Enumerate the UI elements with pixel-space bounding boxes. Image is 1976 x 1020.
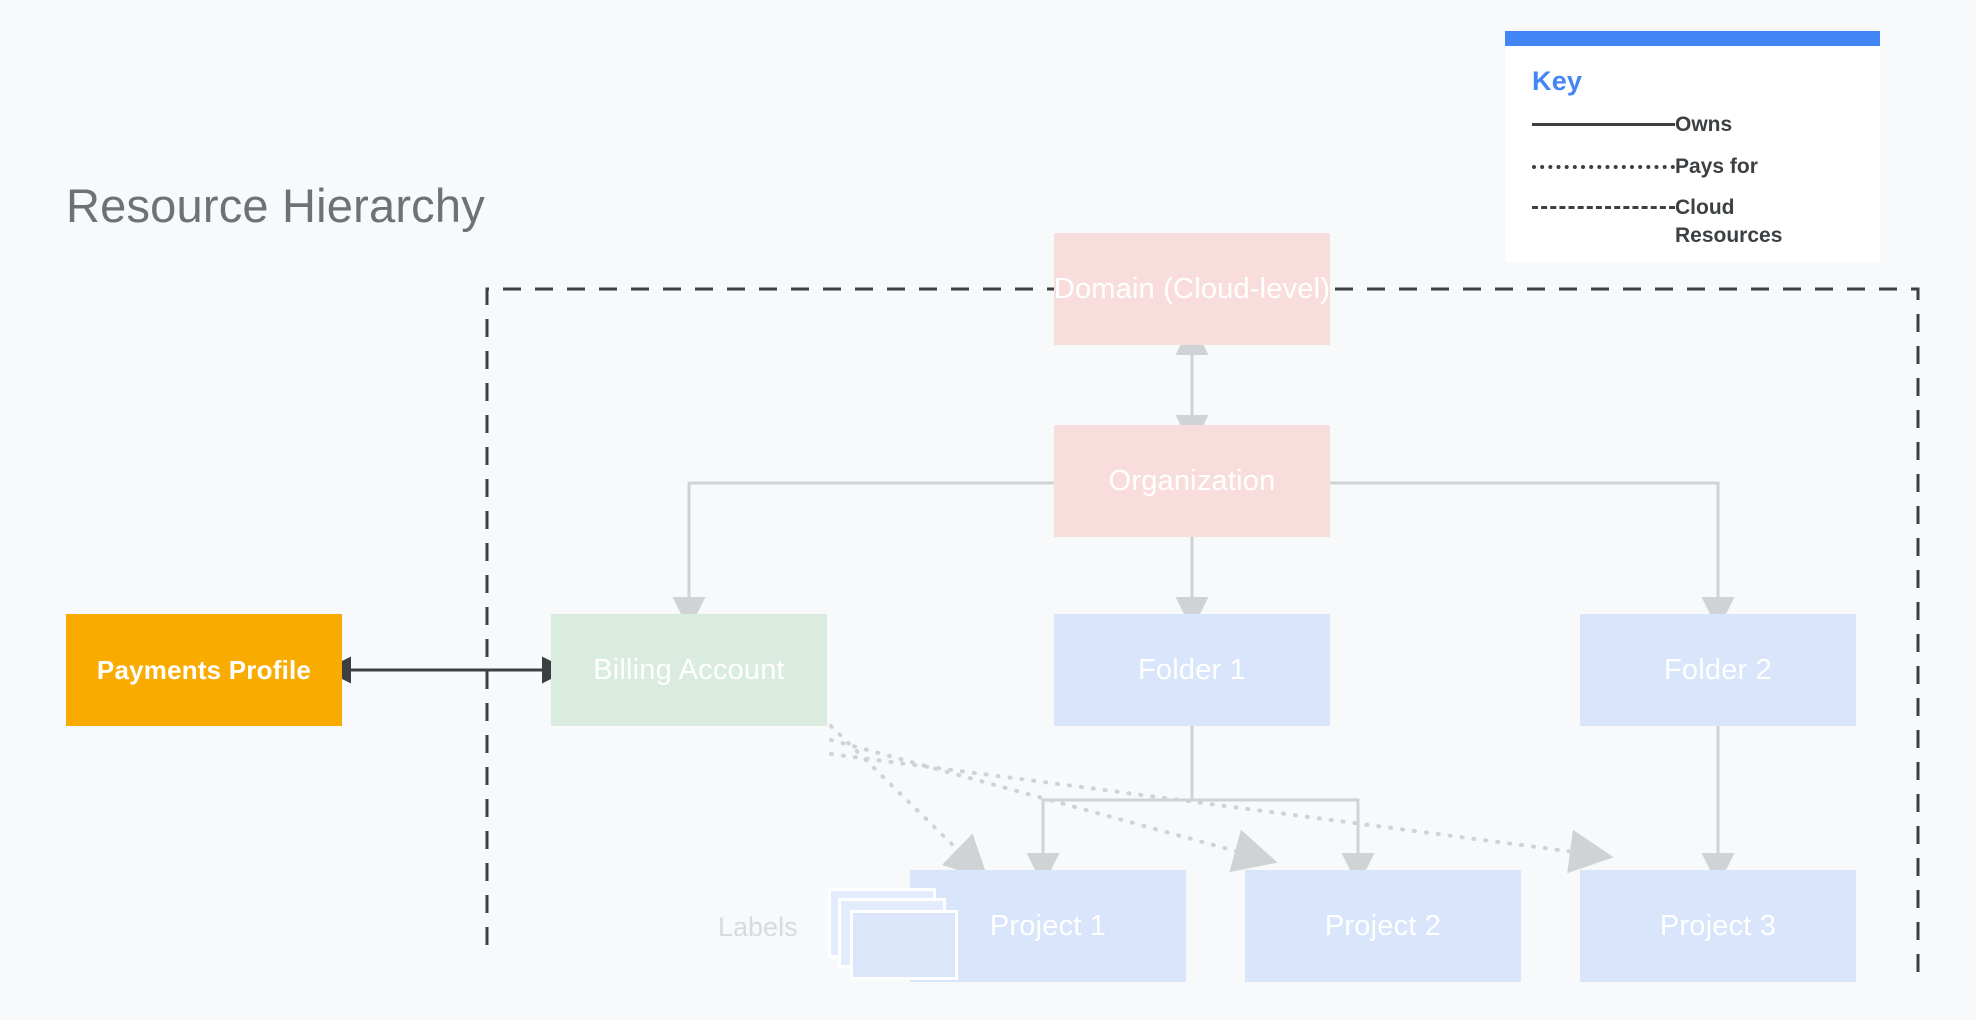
node-payments-profile[interactable]: Payments Profile <box>66 614 342 726</box>
key-row-pays-for: Pays for <box>1505 153 1880 181</box>
stacked-card-front <box>850 910 958 980</box>
key-accent-bar <box>1505 31 1880 46</box>
node-folder-2[interactable]: Folder 2 <box>1580 614 1856 726</box>
dotted-line-icon <box>1532 157 1675 179</box>
edge-organization-folder2 <box>1330 481 1735 630</box>
edge-folder1-project1 <box>1026 798 1192 886</box>
stacked-cards-icon <box>828 888 968 984</box>
key-label-cloud-resources: Cloud Resources <box>1675 196 1783 248</box>
node-project-2[interactable]: Project 2 <box>1245 870 1521 982</box>
key-legend-panel: Key Owns Pays for Cloud Resources <box>1505 31 1880 262</box>
edge-billing-project2 <box>829 738 1278 873</box>
page-title: Resource Hierarchy <box>66 179 485 232</box>
edge-folder1-project2 <box>1192 798 1375 886</box>
solid-line-icon <box>1532 115 1675 137</box>
edge-billing-project1 <box>829 724 989 880</box>
node-project-3[interactable]: Project 3 <box>1580 870 1856 982</box>
node-folder-1[interactable]: Folder 1 <box>1054 614 1330 726</box>
node-billing-account[interactable]: Billing Account <box>551 614 827 726</box>
key-label-pays-for: Pays for <box>1675 154 1758 178</box>
edge-billing-project3 <box>829 752 1614 874</box>
node-organization[interactable]: Organization <box>1054 425 1330 537</box>
key-row-cloud-resources: Cloud Resources <box>1505 194 1880 249</box>
node-domain[interactable]: Domain (Cloud-level) <box>1054 233 1330 345</box>
key-label-owns: Owns <box>1675 113 1733 136</box>
edge-organization-billing <box>672 481 1054 630</box>
labels-caption: Labels <box>718 912 798 942</box>
key-row-owns: Owns <box>1505 111 1880 139</box>
key-title: Key <box>1532 66 1583 96</box>
dashed-line-icon <box>1532 198 1675 220</box>
